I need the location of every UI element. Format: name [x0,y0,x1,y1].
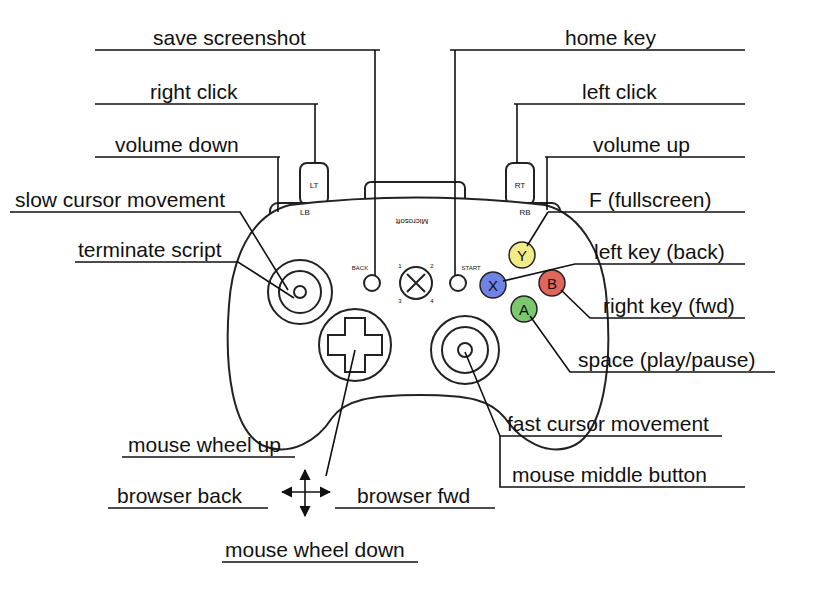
callout-label: browser back [117,485,242,506]
controller-marking: 1 [398,263,401,269]
right-trigger [506,163,534,205]
controller-marking: Microsoft [396,217,428,225]
callout-label: left click [582,81,657,102]
controller-marking: 3 [398,298,401,304]
leader-line [500,436,745,487]
controller-marking: 4 [430,298,433,304]
leader-line [514,104,745,163]
direction-arrow [282,491,330,493]
controller-marking: X [488,278,498,293]
callout-label: space (play/pause) [578,349,755,370]
start-button [450,275,466,291]
controller-marking: 2 [430,263,433,269]
controller-marking: LB [300,209,310,217]
leader-line [450,50,745,275]
callout-label: save screenshot [153,27,306,48]
callout-label: home key [565,27,656,48]
callout-label: slow cursor movement [15,189,225,210]
callout-label: right key (fwd) [603,295,735,316]
leader-line [530,316,775,372]
leader-line [122,456,295,458]
right-stick-well [431,316,499,384]
leader-line [503,264,745,281]
controller-marking: START [461,265,480,271]
leader-line [326,350,355,476]
callout-label: left key (back) [594,241,725,262]
controller-body [228,198,609,450]
controller-marking: Y [517,248,527,263]
controller-marking: A [519,302,529,317]
dpad [328,318,382,372]
direction-arrow [304,470,306,516]
leader-line [561,290,745,318]
callout-label: mouse middle button [512,464,707,485]
callout-label: mouse wheel down [225,539,405,560]
leader-line [335,507,495,509]
left-stick-center [294,286,306,298]
leader-line [10,212,288,290]
guide-button [400,267,432,299]
left-trigger [300,163,328,205]
leader-line [75,262,294,298]
right-stick [442,327,488,373]
controller-marking: B [547,276,557,291]
right-stick-center [458,343,472,357]
leader-line [108,507,268,509]
controller-marking: BACK [352,265,368,271]
leader-line [222,561,418,563]
callout-label: browser fwd [357,485,470,506]
leader-line [95,104,318,163]
left-stick-well [268,260,332,324]
controller-marking: LT [310,182,319,190]
y-button [509,242,535,268]
leader-line [545,157,745,210]
guide-mark [407,274,425,292]
callout-label: fast cursor movement [507,413,709,434]
callout-label: F (fullscreen) [589,189,712,210]
x-button [480,272,506,298]
dpad-well [319,309,391,381]
b-button [539,270,565,296]
callout-label: volume down [115,134,239,155]
controller-marking: RT [515,182,526,190]
callout-label: right click [150,81,238,102]
a-button [511,296,537,322]
controller-marking: RB [519,209,530,217]
callout-label: terminate script [78,239,222,260]
callout-label: volume up [593,134,690,155]
back-button [364,275,380,291]
callout-label: mouse wheel up [128,434,281,455]
